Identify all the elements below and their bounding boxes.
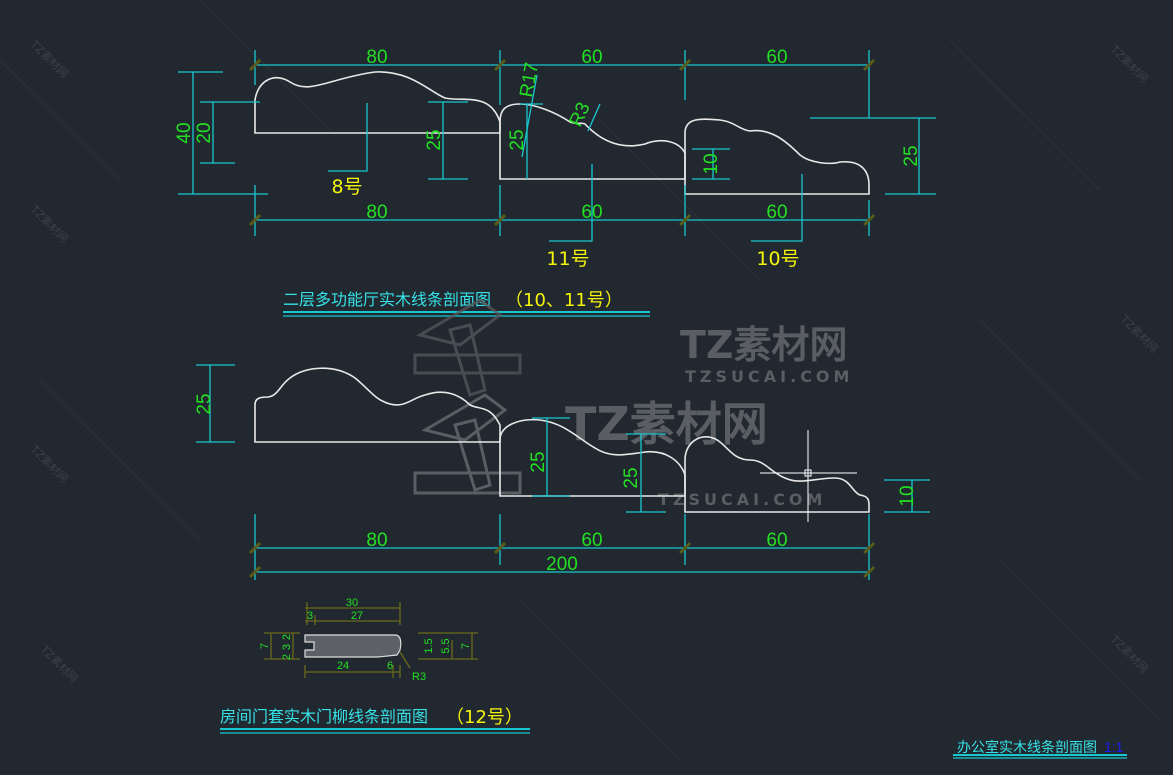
dim-25-p11: 25 [507, 129, 528, 150]
dim-60a: 60 [581, 530, 602, 551]
dim-27: 27 [351, 610, 363, 622]
svg-text:TZ素材网: TZ素材网 [1107, 42, 1151, 86]
dim-top-80: 80 [366, 47, 387, 68]
drawing-title-text: 办公室实木线条剖面图 [957, 739, 1097, 756]
profile-8 [254, 71, 501, 134]
dim-total-200: 200 [546, 554, 578, 575]
dim-top-60b: 60 [766, 47, 787, 68]
svg-text:TZ素材网: TZ素材网 [27, 37, 71, 81]
dim-bottom-60b: 60 [766, 202, 787, 223]
dim-bottom-80: 80 [366, 202, 387, 223]
dim-10-p10: 10 [701, 153, 722, 174]
profile-12 [304, 634, 402, 658]
label-10: 10号 [756, 248, 799, 270]
watermark-brand-middle: TZ素材网 [565, 397, 768, 451]
dim-7-left: 7 [259, 643, 271, 649]
dim-3-left: 3 [281, 644, 293, 650]
svg-text:TZ素材网: TZ素材网 [27, 202, 71, 246]
bottom-dimension-lines [248, 185, 876, 236]
dim-60b: 60 [766, 530, 787, 551]
svg-text:TZ素材网: TZ素材网 [1107, 632, 1151, 676]
dim-80: 80 [366, 530, 387, 551]
dim-25-mid2: 25 [621, 467, 642, 488]
watermark-brand-top: TZ素材网 [680, 323, 847, 367]
watermark-url-top: TZSUCAI.COM [685, 367, 853, 386]
dim-10-right: 10 [897, 485, 918, 506]
dim-25-left: 25 [194, 393, 215, 414]
dim-40: 40 [174, 122, 195, 143]
middle-section: 25 25 25 10 80 60 60 200 [194, 364, 930, 580]
dim-2b: 2 [281, 654, 293, 660]
watermark-url-middle: TZSUCAI.COM [658, 490, 826, 509]
radius-r3-small: R3 [412, 671, 426, 683]
top-section: 80 60 60 80 60 60 40 20 25 25 R17 R3 [174, 47, 936, 317]
profile-11 [499, 103, 686, 180]
watermark-logo: TZ素材网 TZSUCAI.COM TZ素材网 TZSUCAI.COM [413, 298, 853, 509]
profile-a [254, 367, 501, 443]
profile-10 [684, 118, 870, 195]
small-section: 30 3 27 7 2 3 2 24 6 R3 1.5 5.5 7 房间门套实木… [220, 597, 530, 734]
drawing-scale: 1:1 [1104, 739, 1124, 755]
drawing-title: 办公室实木线条剖面图 1:1 [953, 739, 1127, 759]
crosshair-cursor [760, 430, 857, 522]
top-dimension-lines [248, 50, 876, 118]
section-title-small: 房间门套实木门柳线条剖面图 [220, 707, 428, 726]
section-title-small-suffix: （12号） [446, 707, 523, 728]
dim-25-p10: 25 [901, 145, 922, 166]
section-title-top-suffix: （10、11号） [505, 290, 623, 311]
dim-2a: 2 [281, 634, 293, 640]
dim-1-5: 1.5 [423, 638, 435, 653]
dim-3: 3 [307, 610, 313, 622]
radius-r17: R17 [516, 61, 543, 99]
label-8: 8号 [331, 176, 362, 198]
dim-25-p8: 25 [424, 129, 445, 150]
svg-text:TZ素材网: TZ素材网 [27, 442, 71, 486]
svg-text:TZ素材网: TZ素材网 [1117, 312, 1161, 356]
dim-20: 20 [194, 122, 215, 143]
dim-5-5: 5.5 [440, 638, 452, 653]
section-title-top: 二层多功能厅实木线条剖面图 [283, 290, 491, 309]
dim-25-mid1: 25 [528, 451, 549, 472]
profile-c [684, 436, 870, 513]
svg-text:TZ素材网: TZ素材网 [37, 642, 81, 686]
dim-30: 30 [346, 597, 358, 609]
label-11: 11号 [546, 248, 589, 270]
dim-6: 6 [387, 660, 393, 672]
profile-b [499, 418, 686, 497]
dim-24: 24 [337, 660, 349, 672]
dim-7-right: 7 [460, 643, 472, 649]
dim-top-60a: 60 [581, 47, 602, 68]
